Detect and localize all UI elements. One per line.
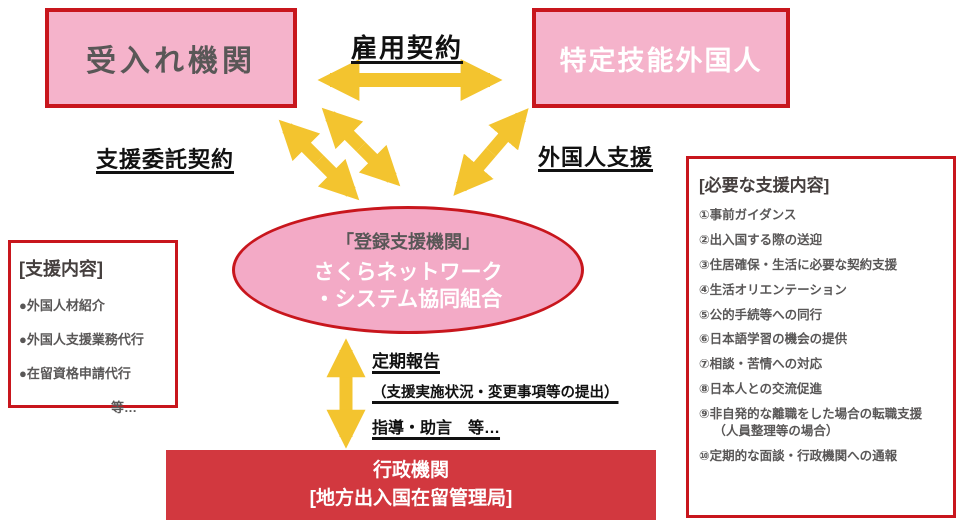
required-support-item: ⑤公的手続等への同行 (699, 307, 823, 322)
required-support-item: ①事前ガイダンス (699, 208, 797, 222)
specified-skilled-worker-label: 特定技能外国人 (559, 45, 763, 76)
support-content-etc: 等… (110, 400, 137, 415)
government-agency-box: 行政機関 [地方出入国在留管理局] (166, 450, 656, 520)
required-support-item: ⑩定期的な面談・行政機関への通報 (699, 448, 898, 463)
support-content-item: ●外国人支援業務代行 (19, 332, 144, 347)
specified-skilled-worker-box: 特定技能外国人 (532, 8, 790, 108)
required-support-item: ④生活オリエンテーション (699, 282, 847, 297)
support-consignment-arrow-2 (321, 107, 401, 187)
government-agency-line2: [地方出入国在留管理局] (309, 488, 513, 509)
required-support-box: [必要な支援内容] ①事前ガイダンス ②出入国する際の送迎 ③住居確保・生活に必… (686, 156, 956, 518)
registered-support-org-title: 「登録支援機関」 (336, 231, 480, 252)
accepting-organization-box: 受入れ機関 (45, 8, 297, 108)
required-support-item: ⑦相談・苦情への対応 (699, 357, 823, 372)
support-content-item: ●外国人材紹介 (19, 298, 105, 313)
required-support-item: ⑧日本人との交流促進 (699, 382, 822, 397)
accepting-organization-label: 受入れ機関 (86, 45, 256, 78)
employment-contract-label: 雇用契約 (351, 33, 464, 63)
support-content-title: [支援内容] (19, 259, 103, 279)
required-support-item: ⑨非自発的な離職をした場合の転職支援（人員整理等の場合） (699, 407, 923, 438)
required-support-item: ②出入国する際の送迎 (699, 232, 823, 247)
foreigner-support-label: 外国人支援 (538, 145, 654, 170)
support-content-item: ●在留資格申請代行 (19, 366, 131, 381)
support-content-box: [支援内容] ●外国人材紹介 ●外国人支援業務代行 ●在留資格申請代行 等… (8, 240, 178, 415)
guidance-advice-label: 指導・助言 等… (372, 420, 501, 437)
required-support-item: ⑥日本語学習の機会の提供 (699, 332, 848, 347)
periodic-report-label: 定期報告 (372, 352, 440, 371)
report-detail-label: （支援実施状況・変更事項等の提出） (372, 385, 619, 401)
government-agency-line1: 行政機関 (372, 460, 449, 481)
required-support-item: ③住居確保・生活に必要な契約支援 (699, 257, 898, 272)
support-consignment-contract-label: 支援委託契約 (96, 147, 235, 172)
registered-support-org-name-line2: ・システム協同組合 (313, 287, 503, 311)
required-support-title: [必要な支援内容] (699, 176, 830, 195)
foreigner-support-arrow (453, 108, 529, 196)
registered-support-org-ellipse: 「登録支援機関」 さくらネットワーク ・システム協同組合 (232, 206, 584, 334)
support-consignment-arrow-1 (278, 119, 360, 201)
registered-support-org-name-line1: さくらネットワーク (313, 260, 503, 284)
